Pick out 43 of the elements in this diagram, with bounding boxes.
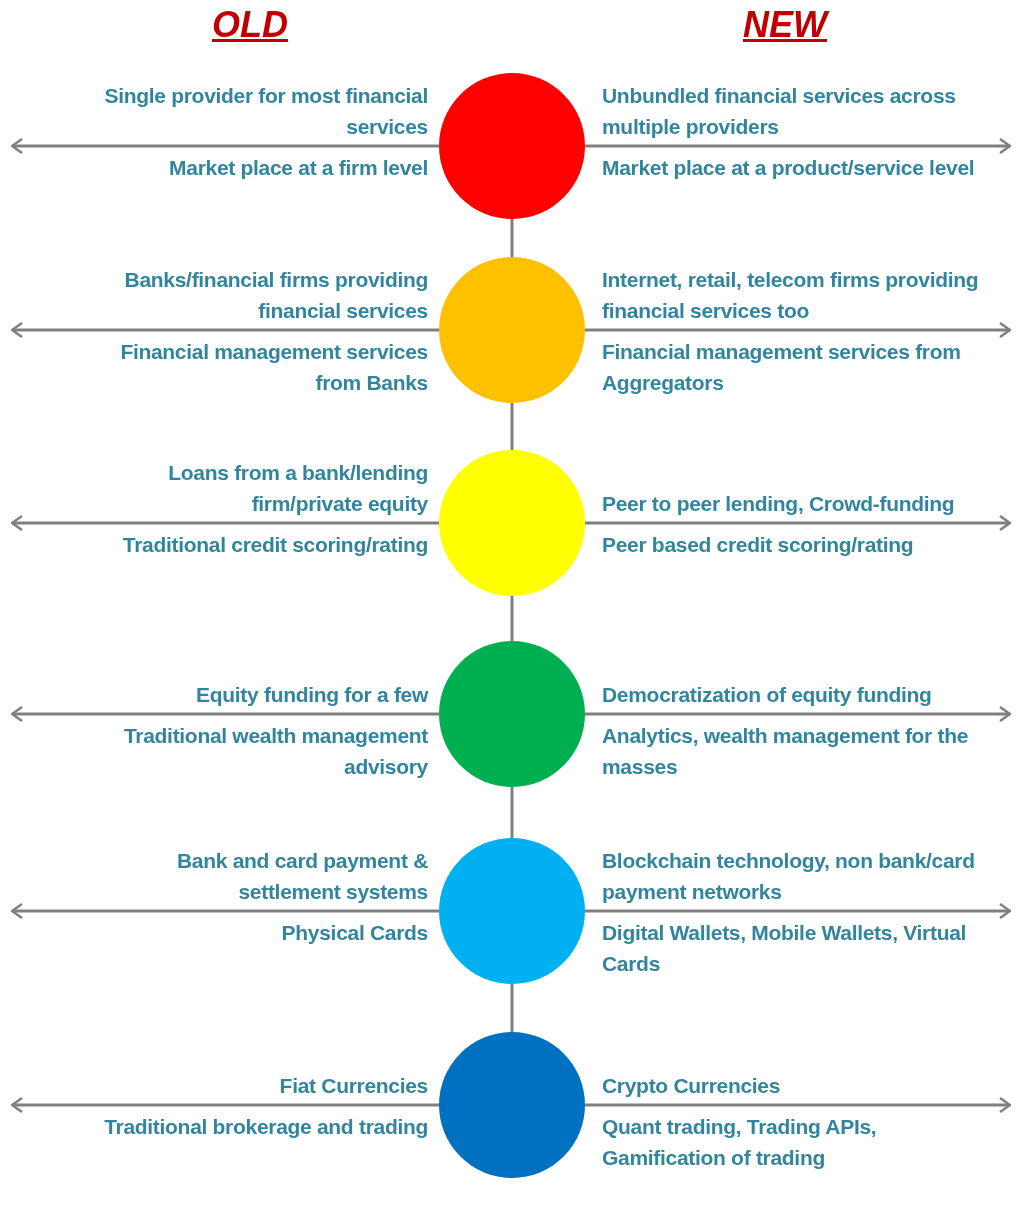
connector-line xyxy=(510,984,514,1032)
old-description: Bank and card payment & settlement systems xyxy=(176,848,428,905)
new-description: Digital Wallets, Mobile Wallets, Virtual Cards xyxy=(602,920,968,977)
old-description: Physical Cards xyxy=(280,920,428,946)
new-description: Quant trading, Trading APIs, Gamification of trading xyxy=(602,1114,878,1171)
old-description: Banks/financial firms providing financial services xyxy=(123,267,428,324)
arrow xyxy=(585,137,1012,155)
old-description: Loans from a bank/lending firm/private equity xyxy=(167,460,428,517)
old-description: Fiat Currencies xyxy=(278,1073,428,1099)
new-description: Market place at a product/service level xyxy=(602,155,976,181)
old-description: Traditional brokerage and trading xyxy=(103,1114,428,1140)
new-description: Financial management services from Aggregators xyxy=(602,339,962,396)
arrow xyxy=(585,514,1012,532)
connector-line xyxy=(510,403,514,450)
new-description: Democratization of equity funding xyxy=(602,682,933,708)
arrow xyxy=(10,514,439,532)
new-description: Peer based credit scoring/rating xyxy=(602,532,915,558)
arrow xyxy=(10,321,439,339)
column-heading: OLD xyxy=(211,4,289,46)
old-description: Traditional credit scoring/rating xyxy=(121,532,428,558)
arrow xyxy=(10,1096,439,1114)
new-description: Crypto Currencies xyxy=(602,1073,782,1099)
connector-line xyxy=(510,219,514,257)
arrow xyxy=(585,1096,1012,1114)
arrow xyxy=(10,137,439,155)
connector-line xyxy=(510,596,514,641)
old-description: Traditional wealth management advisory xyxy=(122,723,428,780)
new-description: Unbundled financial services across multiple providers xyxy=(602,83,957,140)
arrow xyxy=(10,902,439,920)
old-description: Single provider for most financial services xyxy=(103,83,428,140)
arrow xyxy=(10,705,439,723)
new-description: Blockchain technology, non bank/card payment networks xyxy=(602,848,976,905)
arrow xyxy=(585,705,1012,723)
old-description: Financial management services from Banks xyxy=(119,339,428,396)
connector-line xyxy=(510,787,514,838)
column-heading: NEW xyxy=(685,4,885,46)
old-description: Market place at a firm level xyxy=(168,155,428,181)
new-description: Internet, retail, telecom firms providing financial services too xyxy=(602,267,980,324)
new-description: Analytics, wealth management for the masses xyxy=(602,723,970,780)
arrow xyxy=(585,321,1012,339)
arrow xyxy=(585,902,1012,920)
old-description: Equity funding for a few xyxy=(195,682,428,708)
new-description: Peer to peer lending, Crowd-funding xyxy=(602,491,956,517)
